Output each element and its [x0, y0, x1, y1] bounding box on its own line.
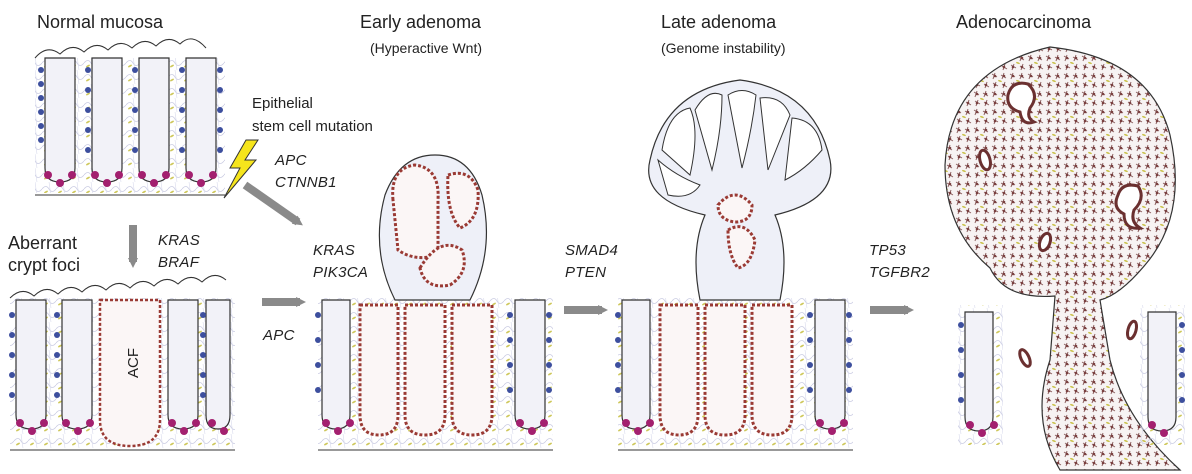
gene-label-ctnnb1: CTNNB1	[275, 174, 337, 192]
stem-mutation-note-line1: Epithelial	[252, 95, 313, 113]
stage-title-adenocarcinoma: Adenocarcinoma	[956, 12, 1091, 34]
stage-subtitle-late-adenoma: (Genome instability)	[661, 40, 786, 57]
acf-illustration	[9, 275, 235, 450]
gene-label-tp53: TP53	[869, 242, 906, 260]
gene-label-braf: BRAF	[158, 254, 199, 272]
late-adenoma-illustration	[615, 80, 853, 450]
aberrant-crypt-foci-line2: crypt foci	[8, 255, 80, 277]
gene-label-pten: PTEN	[565, 264, 606, 282]
gene-label-kras-early: KRAS	[313, 242, 355, 260]
gene-label-apc-acf: APC	[263, 327, 295, 345]
gene-label-smad4: SMAD4	[565, 242, 618, 260]
gene-label-pik3ca: PIK3CA	[313, 264, 368, 282]
early-adenoma-illustration	[315, 155, 553, 450]
stem-mutation-note-line2: stem cell mutation	[252, 118, 373, 136]
gene-label-apc-early: APC	[275, 152, 307, 170]
adenocarcinoma-illustration	[945, 47, 1185, 470]
normal-mucosa-illustration	[35, 39, 225, 195]
stage-subtitle-early-adenoma: (Hyperactive Wnt)	[370, 40, 482, 57]
stage-title-early-adenoma: Early adenoma	[360, 12, 481, 34]
stage-title-normal-mucosa: Normal mucosa	[37, 12, 163, 34]
aberrant-crypt-foci-line1: Aberrant	[8, 233, 77, 255]
gene-label-tgfbr2: TGFBR2	[869, 264, 930, 282]
stage-title-late-adenoma: Late adenoma	[661, 12, 776, 34]
gene-label-kras-acf: KRAS	[158, 232, 200, 250]
acf-crypt-label: ACF	[125, 348, 143, 378]
